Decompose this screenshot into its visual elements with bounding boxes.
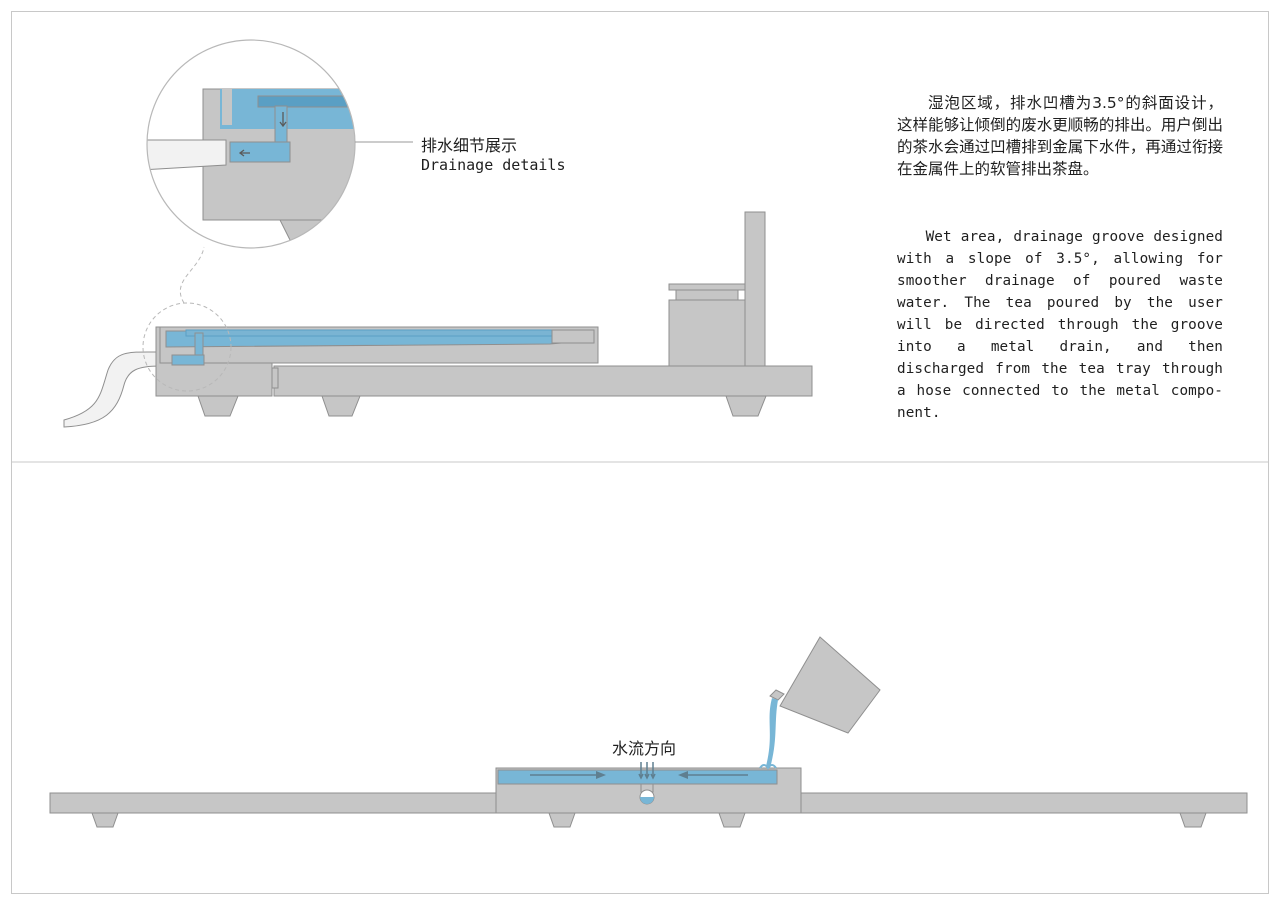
flow-direction-label: 水流方向 [612, 739, 677, 758]
front-water [497, 769, 778, 785]
flow-arrows [530, 762, 748, 780]
detail-leader-dashed [179, 246, 205, 304]
description-english: Wet area, drainage groove designed with … [897, 226, 1223, 424]
front-base-left [49, 792, 516, 814]
side-box [668, 299, 746, 367]
front-feet-3 [718, 812, 746, 828]
base-board [273, 365, 813, 397]
front-base-right [783, 792, 1248, 814]
side-box-lid [668, 283, 746, 291]
detail-marker-circle [142, 302, 232, 392]
outer-frame [11, 11, 1269, 894]
foot-2 [321, 395, 361, 417]
base-ridge [271, 367, 279, 389]
side-box-lid-stem [675, 289, 739, 301]
tea-tray-side-section [63, 211, 813, 428]
tea-tray-front-section [49, 636, 1248, 828]
description-cn-text: 湿泡区域，排水凹槽为3.5°的斜面设计，这样能够让倾倒的废水更顺畅的排出。用户倒… [897, 94, 1223, 178]
front-feet-1 [91, 812, 119, 828]
back-panel [744, 211, 766, 367]
detail-label-cn: 排水细节展示 [421, 136, 518, 155]
description-chinese: 湿泡区域，排水凹槽为3.5°的斜面设计，这样能够让倾倒的废水更顺畅的排出。用户倒… [897, 92, 1223, 180]
foot-3 [725, 395, 767, 417]
description-en-text: Wet area, drainage groove designed with … [897, 229, 1223, 421]
groove-line [185, 329, 572, 337]
pour-stream [766, 698, 778, 768]
pouring-jug [779, 636, 881, 734]
right-lip [551, 329, 595, 344]
detail-zoom-circle [146, 39, 356, 249]
drain-pipe-bottom [171, 354, 205, 366]
foot-1 [197, 395, 239, 417]
drainage-detail-zoom [146, 39, 413, 249]
front-feet-4 [1179, 812, 1207, 828]
front-feet-2 [548, 812, 576, 828]
detail-label-en: Drainage details [421, 156, 566, 174]
